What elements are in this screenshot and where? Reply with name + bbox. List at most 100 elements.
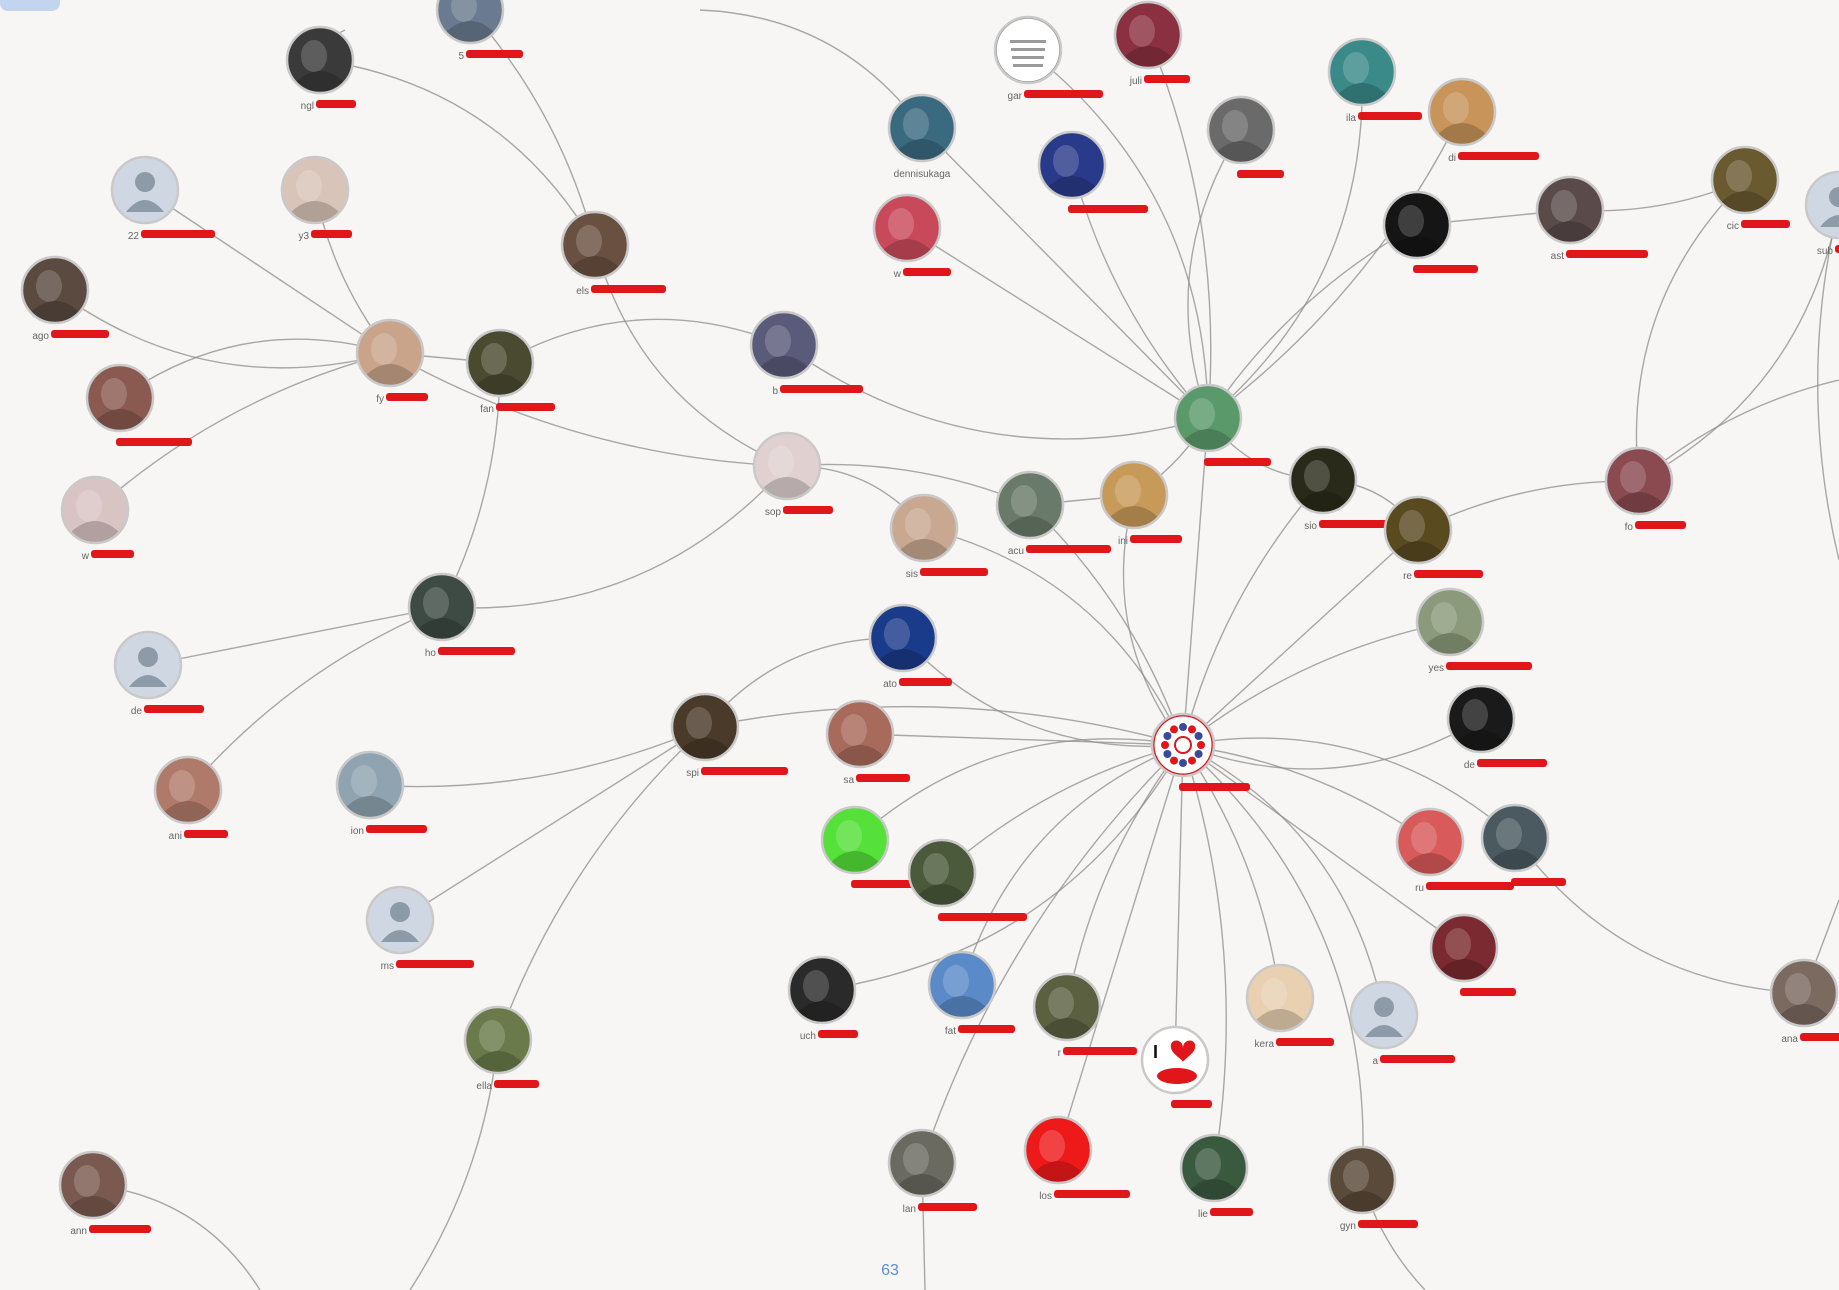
redaction-mark <box>818 1030 858 1038</box>
graph-node[interactable]: sio <box>1288 445 1403 532</box>
node-label: re <box>1403 571 1412 582</box>
graph-node[interactable]: ini <box>1099 460 1182 547</box>
graph-node[interactable]: a <box>1349 980 1455 1067</box>
graph-node[interactable]: ella <box>463 1005 539 1092</box>
graph-node[interactable]: 22 <box>110 155 215 242</box>
graph-node[interactable]: fo <box>1604 446 1686 533</box>
graph-edge <box>147 606 443 666</box>
graph-node[interactable] <box>1480 803 1566 886</box>
graph-node[interactable]: cic <box>1710 145 1790 232</box>
graph-node[interactable]: ho <box>407 572 515 659</box>
graph-node[interactable]: fan <box>465 328 555 415</box>
node-label: de <box>1464 760 1476 771</box>
window-tab-stub <box>0 0 60 11</box>
graph-node[interactable]: de <box>113 630 204 717</box>
graph-node[interactable]: juli <box>1113 0 1190 87</box>
graph-node[interactable] <box>85 363 192 446</box>
graph-node[interactable]: di <box>1427 77 1539 164</box>
page-number: 63 <box>881 1262 899 1279</box>
graph-node[interactable]: ms <box>365 885 474 972</box>
graph-node[interactable] <box>1429 913 1516 996</box>
graph-node[interactable] <box>1150 712 1250 791</box>
redaction-mark <box>366 825 427 833</box>
graph-node[interactable]: lie <box>1179 1133 1253 1220</box>
redaction-mark <box>938 913 1027 921</box>
node-label: ato <box>883 679 897 690</box>
graph-node[interactable] <box>1037 130 1148 213</box>
node-label: ana <box>1781 1034 1798 1045</box>
graph-node[interactable]: re <box>1383 495 1483 582</box>
graph-node[interactable] <box>907 838 1027 921</box>
graph-node[interactable]: ago <box>20 255 109 342</box>
graph-node[interactable]: ion <box>335 750 427 837</box>
graph-edge <box>921 127 1209 419</box>
graph-node[interactable]: lan <box>887 1128 977 1215</box>
redaction-mark <box>1635 521 1686 529</box>
profile-photo-icon <box>338 753 402 817</box>
graph-node[interactable] <box>820 805 923 888</box>
profile-photo-icon <box>1386 498 1450 562</box>
graph-node[interactable]: w <box>60 475 134 562</box>
graph-edge <box>1182 744 1385 1016</box>
graph-node[interactable]: yes <box>1415 587 1532 674</box>
graph-node[interactable]: ato <box>868 603 952 690</box>
graph-node[interactable]: spi <box>670 692 788 779</box>
graph-node[interactable]: fy <box>355 318 428 405</box>
graph-node[interactable]: ast <box>1535 175 1648 262</box>
graph-node[interactable] <box>1382 190 1478 273</box>
node-label: ella <box>476 1081 492 1092</box>
profile-photo-icon <box>1026 1118 1090 1182</box>
graph-node[interactable] <box>1206 95 1284 178</box>
graph-node[interactable]: 5 <box>435 0 523 62</box>
redaction-mark <box>1179 783 1250 791</box>
graph-node[interactable]: kera <box>1245 963 1334 1050</box>
graph-node[interactable]: ani <box>153 755 228 842</box>
graph-edge <box>119 338 391 399</box>
profile-photo-icon <box>828 702 892 766</box>
redaction-mark <box>144 705 204 713</box>
graph-node[interactable]: fat <box>927 950 1015 1037</box>
graph-node[interactable]: b <box>749 310 863 397</box>
graph-node[interactable]: acu <box>995 470 1111 557</box>
graph-edge <box>441 465 788 609</box>
graph-node[interactable]: sub <box>1804 170 1839 257</box>
graph-node[interactable]: los <box>1023 1115 1130 1202</box>
graph-node[interactable]: gar <box>993 15 1103 102</box>
graph-node[interactable]: sis <box>889 493 988 580</box>
graph-edge <box>854 738 1184 841</box>
profile-photo-icon <box>871 606 935 670</box>
redaction-mark <box>1063 1047 1137 1055</box>
node-label: ann <box>70 1226 87 1237</box>
graph-node[interactable]: de <box>1446 684 1547 771</box>
redaction-mark <box>1237 170 1284 178</box>
graph-node[interactable]: sop <box>752 431 833 518</box>
graph-node[interactable]: uch <box>787 955 858 1042</box>
redaction-mark <box>780 385 863 393</box>
graph-node[interactable]: gyn <box>1327 1145 1418 1232</box>
graph-node[interactable]: ila <box>1327 37 1422 124</box>
graph-node[interactable]: dennisukaga <box>887 93 957 180</box>
graph-edge <box>1207 111 1463 419</box>
graph-node[interactable]: r <box>1032 972 1137 1059</box>
graph-node[interactable]: ann <box>58 1150 151 1237</box>
graph-edges <box>54 8 1839 1290</box>
graph-node[interactable]: y3 <box>280 155 352 242</box>
graph-node[interactable]: ana <box>1769 958 1839 1045</box>
redaction-mark <box>920 568 988 576</box>
graph-node[interactable]: w <box>872 193 951 280</box>
profile-photo-icon <box>1430 80 1494 144</box>
node-label: gar <box>1008 91 1023 102</box>
graph-edge <box>906 227 1209 419</box>
graph-node[interactable]: sa <box>825 699 910 786</box>
graph-edge <box>369 726 706 788</box>
graph-node[interactable] <box>1173 383 1271 466</box>
graph-edge <box>409 1039 499 1290</box>
graph-node[interactable]: I <box>1140 1025 1212 1108</box>
graph-node[interactable]: els <box>560 210 666 297</box>
profile-photo-icon <box>88 366 152 430</box>
redaction-mark <box>89 1225 151 1233</box>
profile-photo-icon <box>752 313 816 377</box>
graph-node[interactable]: ru <box>1395 807 1514 894</box>
graph-node[interactable]: ngl <box>285 25 356 112</box>
